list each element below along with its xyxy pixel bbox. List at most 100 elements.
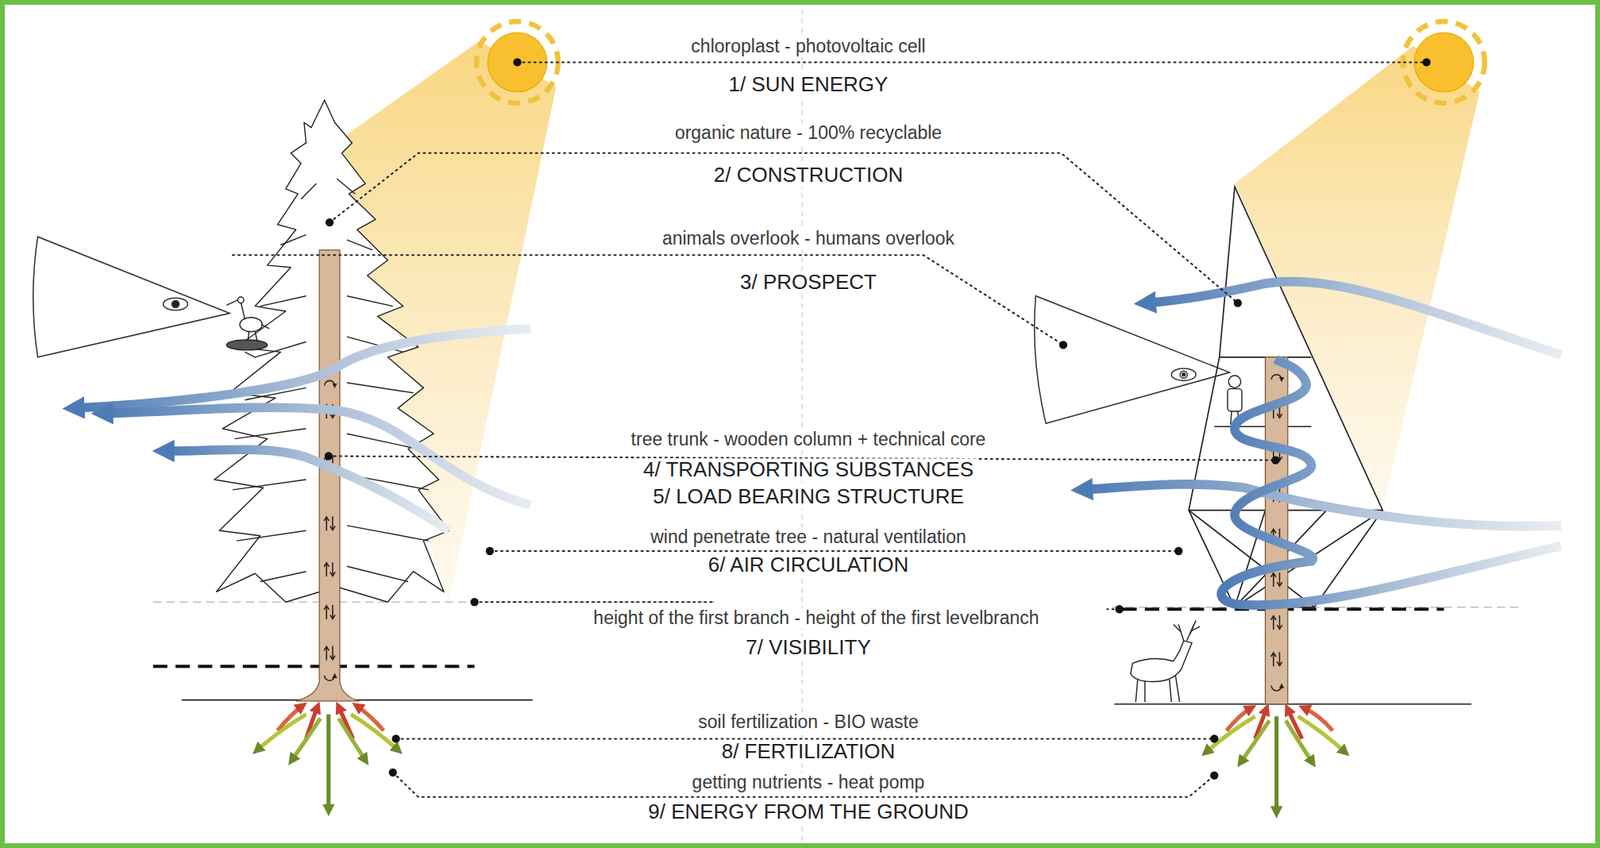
root-arrow <box>1285 720 1312 763</box>
human-figure <box>1228 375 1241 388</box>
section-heading: 3/ PROSPECT <box>735 270 882 294</box>
section-heading: 4/ TRANSPORTING SUBSTANCES <box>638 458 979 482</box>
sun-symbol <box>476 21 1485 104</box>
view-cone <box>1171 368 1196 381</box>
view-cone <box>172 300 180 309</box>
wind-arrow <box>73 328 532 409</box>
bird-figure <box>226 300 238 305</box>
human-figure <box>1227 389 1242 412</box>
deer-figure <box>1130 620 1200 702</box>
leader-dot <box>1059 340 1068 349</box>
comparison-note: wind penetrate tree - natural ventilatio… <box>645 527 972 548</box>
wind-arrow <box>1221 358 1562 606</box>
root-arrow <box>350 714 398 751</box>
leader-line <box>396 737 1215 740</box>
leader-line <box>232 254 1064 345</box>
bird-figure <box>226 339 267 351</box>
leader-dot <box>1174 547 1183 556</box>
tree-trunk <box>324 675 336 681</box>
leader-dot <box>389 768 398 777</box>
wooden-column <box>1271 374 1282 380</box>
tree-trunk <box>324 380 336 386</box>
view-cone <box>1182 373 1186 377</box>
view-cone <box>33 236 1230 424</box>
wooden-column <box>1271 572 1283 587</box>
comparison-note: animals overlook - humans overlook <box>657 228 960 250</box>
wooden-column <box>1271 686 1282 691</box>
leader-dot <box>391 734 400 743</box>
tree-trunk <box>323 605 336 620</box>
deer-figure <box>1130 640 1192 682</box>
leader-dot <box>470 597 479 606</box>
deer-figure <box>1135 675 1180 702</box>
leader-line <box>232 61 1427 797</box>
section-heading: 2/ CONSTRUCTION <box>709 163 908 187</box>
leader-line <box>393 772 1215 798</box>
root-arrow <box>339 718 366 761</box>
section-heading: 9/ ENERGY FROM THE GROUND <box>643 800 974 824</box>
branch-height-line <box>153 601 715 603</box>
bird-figure <box>247 331 258 342</box>
comparison-note: chloroplast - photovoltaic cell <box>686 36 930 58</box>
tree-trunk <box>323 516 336 531</box>
sun-symbol <box>1414 32 1474 93</box>
wind-arrow <box>102 407 532 506</box>
leader-dot <box>1422 57 1431 66</box>
wind-arrow <box>1145 281 1562 355</box>
leader-line <box>329 153 1238 304</box>
section-heading: 5/ LOAD BEARING STRUCTURE <box>647 485 969 509</box>
view-cone <box>163 297 189 310</box>
root-arrow <box>326 714 331 811</box>
leader-dot <box>1233 299 1242 308</box>
comparison-note: tree trunk - wooden column + technical c… <box>626 429 991 451</box>
wooden-column <box>1271 615 1283 630</box>
view-cone <box>33 236 230 358</box>
root-arrow <box>257 705 1346 813</box>
leader-dot <box>324 451 333 460</box>
branch-height-line <box>153 601 1521 667</box>
root-arrow <box>1298 716 1346 752</box>
branch-height-line <box>1112 606 1521 609</box>
wooden-column <box>1271 651 1283 667</box>
wind-arrow <box>163 449 450 531</box>
section-heading: 7/ VISIBILITY <box>740 636 876 660</box>
comparison-note: organic nature - 100% recyclable <box>670 123 947 144</box>
bird-figure <box>261 324 270 329</box>
tree-trunk <box>323 646 336 661</box>
bird-figure <box>240 301 245 320</box>
leader-dot <box>1115 605 1124 614</box>
wind-arrow <box>73 281 1562 606</box>
section-heading: 8/ FERTILIZATION <box>717 740 901 764</box>
root-arrow <box>1206 716 1256 752</box>
sun-symbol <box>487 32 548 93</box>
root-arrow <box>1241 720 1270 763</box>
leader-dot <box>1271 455 1280 464</box>
deer-figure <box>1173 620 1200 641</box>
comparison-note: getting nutrients - heat pomp <box>687 772 930 794</box>
leader-line <box>474 601 715 603</box>
view-cone <box>1034 296 1230 425</box>
root-arrow <box>1303 708 1333 731</box>
comparison-note: soil fertilization - BIO waste <box>693 712 923 733</box>
leader-dot <box>325 218 334 227</box>
ground-line <box>1114 703 1472 706</box>
leader-line <box>489 550 1179 552</box>
comparison-note: height of the first branch - height of t… <box>588 608 1044 629</box>
root-arrow <box>1274 716 1279 813</box>
leader-dot <box>1210 771 1219 780</box>
sun-beam <box>306 40 1481 602</box>
bird-figure <box>226 296 270 351</box>
leader-dot <box>512 57 521 66</box>
section-heading: 6/ AIR CIRCULATION <box>703 553 914 577</box>
root-arrow <box>292 718 321 761</box>
leader-dot <box>1210 734 1219 743</box>
leader-line <box>517 61 1427 63</box>
leader-dot <box>324 57 1431 780</box>
view-cone <box>1179 370 1188 378</box>
root-arrow <box>257 714 307 751</box>
bird-figure <box>237 296 244 304</box>
tree-trunk <box>323 562 336 577</box>
section-heading: 1/ SUN ENERGY <box>724 73 894 97</box>
leader-dot <box>485 547 494 556</box>
